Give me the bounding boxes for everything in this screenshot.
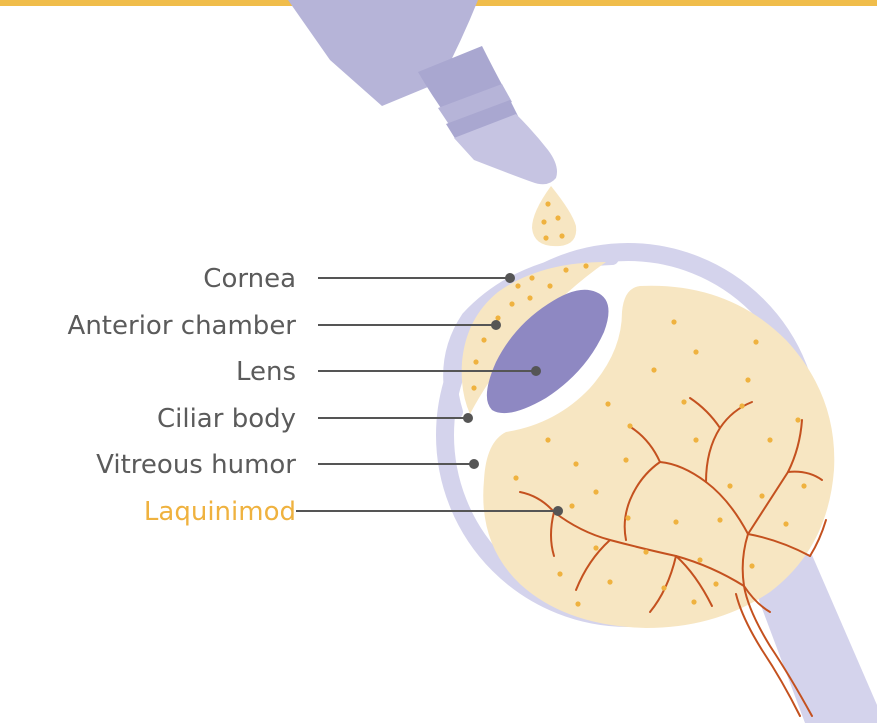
label-lens: Lens bbox=[236, 357, 296, 387]
label-cornea: Cornea bbox=[203, 264, 296, 294]
ciliar-body-marker bbox=[463, 413, 473, 423]
falling-drop bbox=[532, 186, 576, 246]
anterior-chamber-marker bbox=[491, 320, 501, 330]
label-anterior-chamber: Anterior chamber bbox=[68, 311, 297, 341]
label-ciliar-body: Ciliar body bbox=[157, 404, 296, 434]
label-laquinimod: Laquinimod bbox=[144, 497, 296, 527]
cornea-marker bbox=[505, 273, 515, 283]
lens-marker bbox=[531, 366, 541, 376]
laquinimod-marker bbox=[553, 506, 563, 516]
label-vitreous-humor: Vitreous humor bbox=[96, 450, 296, 480]
dropper-bottle bbox=[288, 0, 557, 184]
vitreous-humor-marker bbox=[469, 459, 479, 469]
